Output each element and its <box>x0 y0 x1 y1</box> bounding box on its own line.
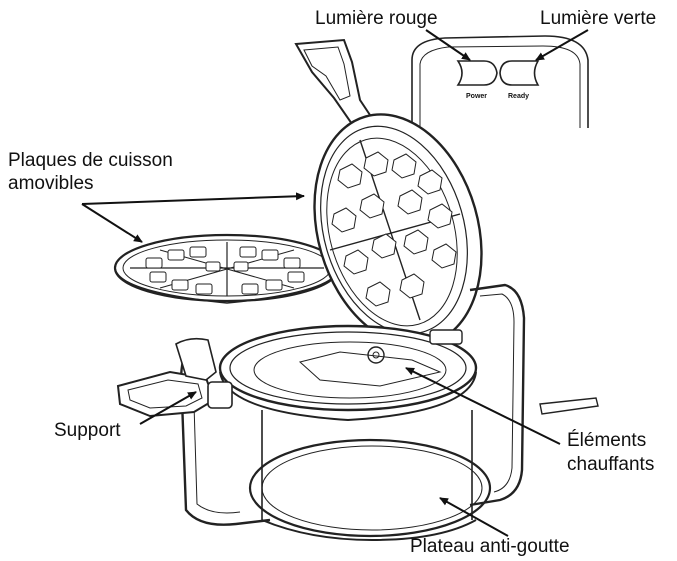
label-red-light: Lumière rouge <box>315 8 438 30</box>
arrow-plates-to-lid <box>82 196 304 204</box>
label-green-light: Lumière verte <box>540 8 656 30</box>
arrow-heating-elements <box>406 368 560 444</box>
arrow-red-light <box>426 30 470 60</box>
label-heating-elements-line1: Éléments <box>567 430 646 452</box>
ready-indicator-label: Ready <box>508 93 529 100</box>
power-light-icon <box>458 61 497 85</box>
removable-plate-drawing <box>115 235 339 303</box>
label-removable-plates-line1: Plaques de cuisson <box>8 150 173 172</box>
label-heating-elements-line2: chauffants <box>567 454 654 476</box>
power-indicator-label: Power <box>466 93 487 100</box>
lid-drawing <box>289 40 508 365</box>
arrow-plates-to-loose-plate <box>82 204 142 242</box>
label-support: Support <box>54 420 121 442</box>
label-removable-plates-line2: amovibles <box>8 173 94 195</box>
control-panel-inset <box>412 36 588 128</box>
label-drip-tray: Plateau anti-goutte <box>410 536 570 558</box>
base-housing-drawing <box>118 285 598 540</box>
ready-light-icon <box>500 61 538 85</box>
